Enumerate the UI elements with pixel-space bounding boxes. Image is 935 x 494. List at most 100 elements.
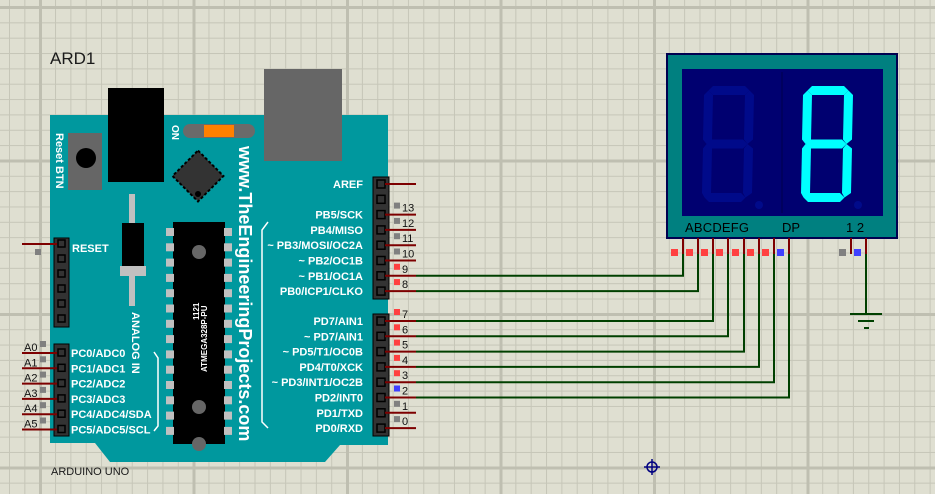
pin-state-indicator [394,263,400,270]
pin-label: PD0/RXD [315,423,363,435]
website-label: www.TheEngineeringProjects.com [235,145,255,441]
header-pin [57,348,66,357]
segment-dp [854,201,862,209]
pin-state-indicator [40,371,46,378]
pin-state-indicator [394,202,400,209]
chip-label: ATMEGA328P-PU [200,305,209,372]
pin-label: PC3/ADC3 [71,394,125,406]
reset-button[interactable] [76,148,96,168]
pin-state-indicator [394,339,400,346]
wire-9-to-A[interactable] [416,254,684,277]
pin-label: ~ PD5/T1/OC0B [283,347,363,359]
chip-pin [224,381,232,389]
voltage-regulator [120,194,146,306]
chip-pin [166,228,174,236]
digit-1 [702,86,763,209]
segment-g [805,139,847,149]
usb-connector [264,69,342,161]
pin-state-indicator [686,249,693,256]
pin-state-indicator [777,249,784,256]
pin-state-indicator [854,249,861,256]
pin-label: ~ PB3/MOSI/OC2A [267,240,363,252]
pin-number: 5 [402,340,408,352]
header-power [53,237,70,328]
reset-pin-state [35,249,41,255]
wire-3-to-G[interactable] [416,254,775,384]
chip-pin [224,304,232,313]
on-led [204,125,234,137]
pin-label: AREF [333,179,363,191]
analog-bracket [153,351,159,432]
common-pins-label: 1 2 [846,220,864,235]
pin-state-indicator [40,356,46,363]
pin-label: PB5/SCK [315,210,363,222]
header-pin [57,394,66,403]
segment-f [802,90,812,144]
pin-state-indicator [40,386,46,393]
chip-pin [224,273,232,282]
segment-c [842,144,852,198]
pin-label: PB0/ICP1/CLKO [280,286,364,298]
segment-d [803,193,845,202]
analog-pin-number: A5 [24,419,37,431]
header-pin [376,194,386,205]
seven-segment-display[interactable]: ABCDEFG DP 1 2 [666,53,898,329]
component-reference-label: ARD1 [50,49,95,68]
wire-4-to-F[interactable] [416,254,760,368]
segment-d [704,193,746,202]
chip-pin [166,335,174,344]
pin-state-indicator [40,341,46,347]
header-analog [53,343,70,437]
segment-e [702,144,712,198]
pin-number: 10 [402,249,414,261]
pin-label: ~ PD3/INT1/OC2B [272,377,363,389]
chip-pin [224,228,232,236]
wire-8-to-B[interactable] [416,254,699,293]
usb-chip [171,149,225,203]
digital-bracket [261,221,269,429]
segment-dp [755,201,763,209]
chip-pin [166,381,174,389]
wire-5-to-E[interactable] [416,254,745,353]
pin-state-indicator [394,385,400,392]
pin-label: PD2/INT0 [315,393,363,405]
pin-number: 3 [402,370,408,382]
chip-pin [224,396,232,405]
header-pin [57,314,66,323]
analog-in-label: ANALOG IN [129,312,141,374]
pin-state-indicator [762,249,769,256]
segment-e [801,144,811,198]
chip-pin [166,365,174,374]
header-pin [57,378,66,388]
pin-state-indicator [394,370,400,377]
pin-label: ~ PD7/AIN1 [304,331,363,343]
pin-number: 0 [402,416,408,428]
analog-pin-number: A1 [24,357,37,369]
reset-pin-label: RESET [72,243,109,255]
wires[interactable] [416,254,790,399]
header-digital-bottom [372,313,390,437]
pin-number: 13 [402,203,414,215]
segment-c [743,144,753,198]
pin-label: ~ PB1/OC1A [299,271,364,283]
atmega328p-chip: ATMEGA328P-PU 1121 [166,222,232,451]
pin-number: 1 [402,401,408,413]
segment-b [744,90,754,144]
wire-2-to-DP[interactable] [416,254,790,399]
wire-6-to-D[interactable] [416,254,729,338]
chip-date-code: 1121 [192,302,201,320]
pin-label: PD4/T0/XCK [299,362,363,374]
pin-state-indicator [732,249,739,256]
header-pin [57,363,66,373]
chip-pin [224,289,232,298]
chip-pin [166,243,174,252]
component-type-label: ARDUINO UNO [51,466,130,478]
pin-state-indicator [40,402,46,409]
chip-pin [166,258,174,267]
wire-7-to-C[interactable] [416,254,714,322]
arduino-uno-component[interactable]: ARD1 Reset BTN ON ANALOG IN ATMEGA328P [22,49,416,478]
header-digital-top [372,176,390,300]
pin-state-indicator [394,233,400,240]
chip-pin [224,350,232,359]
